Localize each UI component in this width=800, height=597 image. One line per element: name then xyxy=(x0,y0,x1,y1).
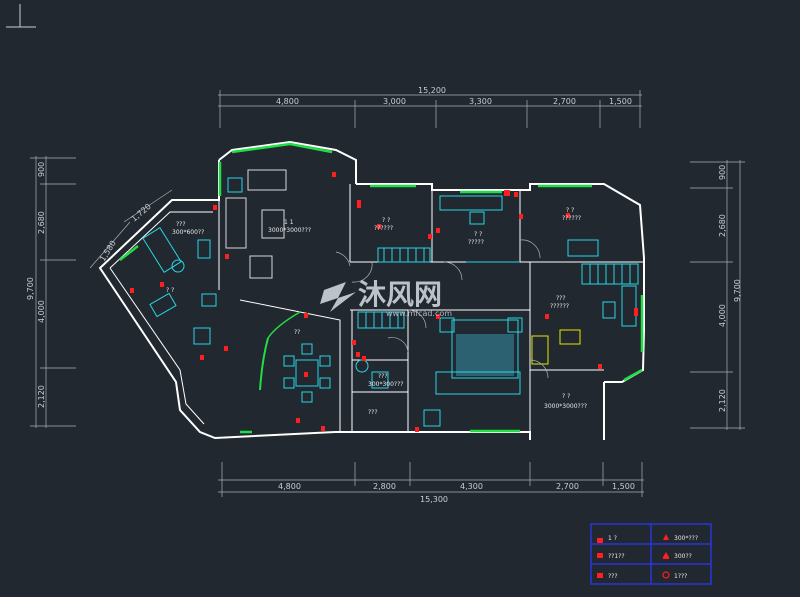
bottom-dimensions: 4,800 2,800 4,300 2,700 1,500 15,300 xyxy=(218,462,644,504)
label-bath-left: ? ? xyxy=(166,287,174,294)
dim-top-1: 4,800 xyxy=(276,97,299,106)
label-bed-b-size: ?????? xyxy=(562,215,581,222)
legend-label-1: 1 ? xyxy=(608,535,617,542)
label-room-br-size: 3000*3000??? xyxy=(544,403,587,410)
label-master-size: ?????? xyxy=(550,303,569,310)
dim-top-total: 15,200 xyxy=(418,86,446,95)
left-dimensions: 9,700 900 2,680 4,000 2,120 xyxy=(26,156,76,428)
yellow-fixture-a xyxy=(531,335,549,365)
label-wc-mid-size: 300*300??? xyxy=(368,381,403,388)
yellow-fixture-b xyxy=(559,329,581,345)
dim-right-3: 4,000 xyxy=(718,304,727,327)
top-dimensions: 15,200 4,800 3,000 3,300 2,700 1,500 xyxy=(218,86,642,128)
legend-symbol-6 xyxy=(662,571,670,579)
legend-symbol-1 xyxy=(597,538,603,543)
dim-bottom-1: 4,800 xyxy=(278,482,301,491)
brand-logo-icon xyxy=(320,282,356,312)
label-kitchen-left: ??? xyxy=(176,221,186,228)
dim-left-3: 4,000 xyxy=(37,300,46,323)
legend-label-6: 1??? xyxy=(674,573,687,580)
dim-top-2: 3,000 xyxy=(383,97,406,106)
dim-bottom-3: 4,300 xyxy=(460,482,483,491)
legend-label-4: 300?? xyxy=(674,553,692,560)
legend-table: 1 ? 300*??? ??1?? 300?? ??? 1??? xyxy=(590,523,712,585)
ucs-crosshair xyxy=(6,4,36,28)
label-bed-a-size: ?????? xyxy=(374,225,393,232)
label-store: ??? xyxy=(368,409,378,416)
label-master: ??? xyxy=(556,295,566,302)
dim-right-1: 900 xyxy=(718,165,727,180)
dim-top-3: 3,300 xyxy=(469,97,492,106)
label-bed-a: ? ? xyxy=(382,217,390,224)
dim-top-5: 1,500 xyxy=(609,97,632,106)
watermark-brand: 沐风网 xyxy=(358,278,442,311)
dim-left-1: 900 xyxy=(37,162,46,177)
label-study-size: ????? xyxy=(468,239,484,246)
stair-rail-1 xyxy=(377,247,431,263)
room-labels: 1 1 3000*3000??? ? ? ?????? ? ? ????? ? … xyxy=(166,207,587,416)
label-study: ? ? xyxy=(474,231,482,238)
legend-label-5: ??? xyxy=(608,573,618,580)
label-living: 1 1 xyxy=(284,219,294,226)
dim-bottom-2: 2,800 xyxy=(373,482,396,491)
watermark-url: www.mfcad.com xyxy=(386,309,452,318)
windows xyxy=(119,142,644,434)
legend-symbol-3 xyxy=(597,553,603,558)
dim-right-4: 2,120 xyxy=(718,389,727,412)
dim-bottom-4: 2,700 xyxy=(556,482,579,491)
dim-bottom-total: 15,300 xyxy=(420,495,448,504)
legend-label-3: ??1?? xyxy=(608,553,625,560)
stair-rail-3 xyxy=(581,263,639,285)
label-bed-b: ? ? xyxy=(566,207,574,214)
label-kitchen-left-size: 300*600?? xyxy=(172,229,204,236)
bed-cover xyxy=(456,334,514,376)
legend-label-2: 300*??? xyxy=(674,535,698,542)
watermark: 沐风网 www.mfcad.com xyxy=(320,278,452,318)
dim-left-total: 9,700 xyxy=(26,277,35,300)
legend-symbol-2 xyxy=(663,534,669,540)
electrical-markers xyxy=(130,172,638,432)
diagonal-dimensions: 1,720 1,580 xyxy=(89,189,173,269)
legend-symbol-5 xyxy=(597,573,603,578)
dim-right-2: 2,680 xyxy=(718,214,727,237)
legend-symbol-4 xyxy=(663,552,669,559)
right-dimensions: 900 2,680 4,000 2,120 9,700 xyxy=(690,160,745,430)
fixtures xyxy=(142,169,639,427)
dim-left-4: 2,120 xyxy=(37,385,46,408)
dim-right-total: 9,700 xyxy=(733,279,742,302)
label-living-size: 3000*3000??? xyxy=(268,227,311,234)
dim-bottom-5: 1,500 xyxy=(612,482,635,491)
label-wc-mid: ??? xyxy=(378,373,388,380)
stair-rail-2 xyxy=(357,311,405,329)
dim-left-2: 2,680 xyxy=(37,211,46,234)
label-room-br: ? ? xyxy=(562,393,570,400)
label-dining-note: ?? xyxy=(294,329,300,336)
dim-top-4: 2,700 xyxy=(553,97,576,106)
